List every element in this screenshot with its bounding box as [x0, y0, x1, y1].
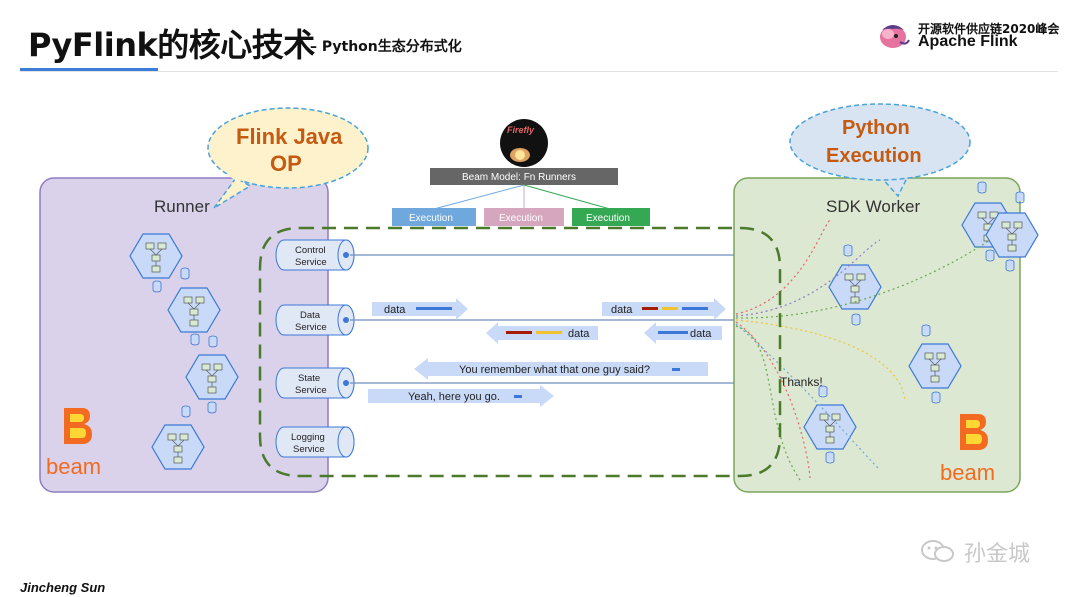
execution-box-2 — [484, 208, 564, 226]
execution-label-3: Execution — [586, 213, 630, 224]
callout-right-line2: Execution — [826, 145, 922, 167]
callout-left-line1: Flink Java — [236, 124, 343, 149]
execution-links — [433, 184, 611, 210]
callout-flink-java-op: Flink Java OP — [207, 107, 369, 209]
fn-api-boundary — [258, 226, 782, 478]
wechat-icon — [921, 540, 954, 562]
callout-python-execution: Python Execution — [789, 103, 971, 198]
logging-service-line2: Service — [293, 444, 325, 455]
state-service: State Service — [275, 367, 355, 399]
wechat-account-name: 孙金城 — [964, 542, 1031, 567]
beam-logo-icon — [64, 408, 92, 444]
beam-model-label: Beam Model: Fn Runners — [462, 172, 576, 183]
logging-service-line1: Logging — [291, 432, 325, 443]
firefly-logo-icon: Firefly — [500, 119, 548, 167]
state-request-arrow: You remember what that one guy said? — [414, 358, 708, 380]
thanks-label: Thanks! — [780, 375, 823, 389]
callout-left-line2: OP — [270, 151, 302, 176]
title-divider — [20, 71, 1058, 72]
control-service-line1: Control — [295, 245, 326, 256]
data-label: data — [568, 328, 590, 340]
data-label: data — [384, 304, 406, 316]
state-service-line1: State — [298, 373, 320, 384]
execution-box-1 — [392, 208, 476, 226]
execution-label-1: Execution — [409, 213, 453, 224]
control-service-line2: Service — [295, 257, 327, 268]
firefly-label: Firefly — [507, 125, 535, 135]
beam-wordmark-left: beam — [46, 454, 101, 479]
execution-box-3 — [572, 208, 650, 226]
runner-label: Runner — [154, 197, 210, 216]
state-request-text: You remember what that one guy said? — [459, 364, 650, 376]
control-service: Control Service — [275, 239, 355, 271]
title-underline — [20, 68, 158, 72]
data-arrow-back-right: data — [644, 322, 722, 344]
data-service-line2: Service — [295, 322, 327, 333]
beam-model-bar — [430, 168, 618, 185]
state-service-line2: Service — [295, 385, 327, 396]
author-name: Jincheng Sun — [20, 580, 106, 595]
state-reply-text: Yeah, here you go. — [408, 391, 500, 403]
data-arrow-out-left: data — [372, 298, 468, 320]
beam-logo-right-icon — [960, 414, 988, 450]
execution-label-2: Execution — [499, 213, 543, 224]
data-label: data — [690, 328, 712, 340]
brand-name: Apache Flink — [918, 33, 1018, 50]
page-title: PyFlink的核心技术 — [28, 26, 315, 64]
data-arrow-out-right: data — [602, 298, 726, 320]
beam-wordmark-right: beam — [940, 460, 995, 485]
state-reply-arrow: Yeah, here you go. — [368, 385, 554, 407]
data-arrow-back-left: data — [486, 322, 598, 344]
data-service-line1: Data — [300, 310, 321, 321]
brand-logo-icon — [880, 25, 910, 48]
data-label: data — [611, 304, 633, 316]
sdk-worker-label: SDK Worker — [826, 197, 920, 216]
logging-service: Logging Service — [275, 426, 355, 458]
page-subtitle: – Python生态分布式化 — [310, 39, 462, 55]
data-service: Data Service — [275, 304, 355, 336]
callout-right-line1: Python — [842, 117, 910, 139]
brand-event-name: 开源软件供应链2020峰会 — [918, 22, 1060, 36]
worker-dotted-links — [735, 219, 991, 481]
